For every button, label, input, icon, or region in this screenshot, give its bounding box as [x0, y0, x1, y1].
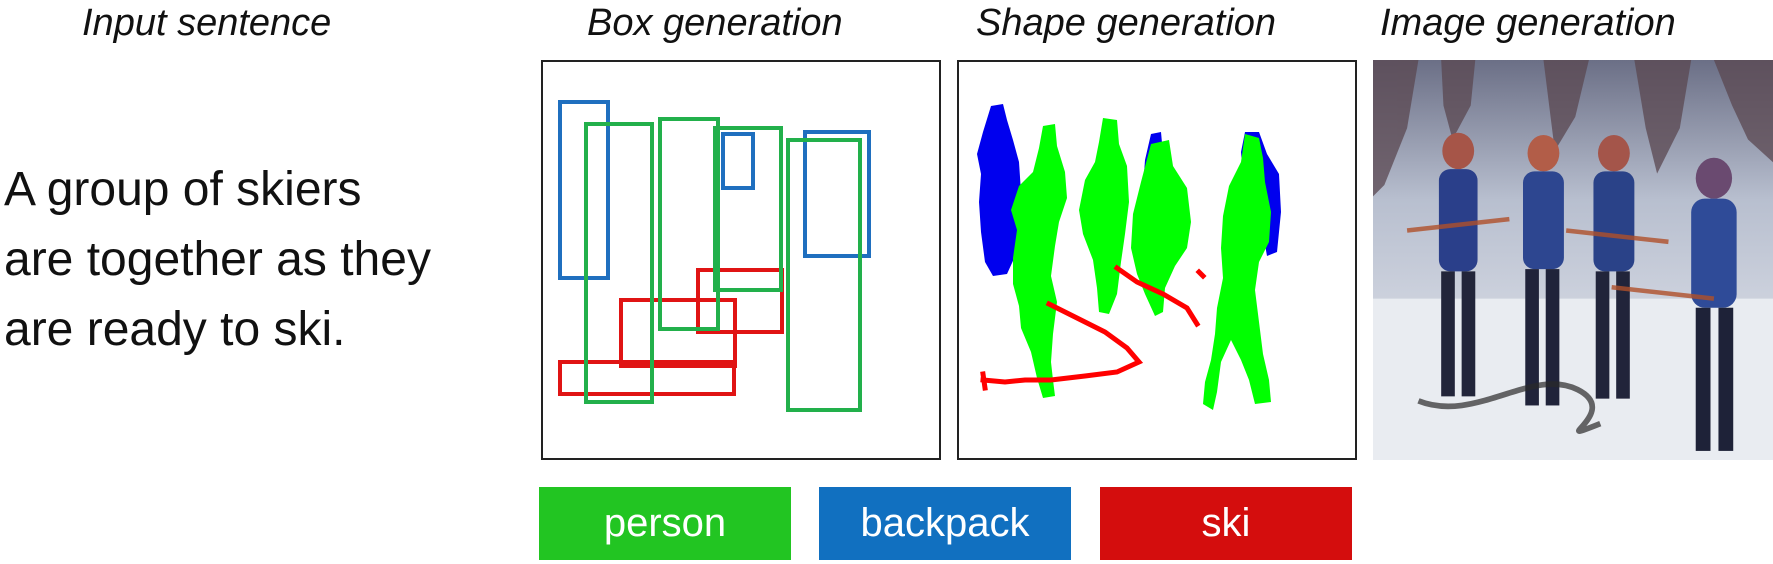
box-generation-panel [541, 60, 941, 460]
person-mask [1011, 124, 1067, 398]
legend-person: person [539, 487, 791, 560]
ski-mask [1113, 264, 1201, 328]
header-input-sentence: Input sentence [82, 2, 332, 44]
header-image-generation: Image generation [1380, 2, 1676, 44]
backpack-box [721, 132, 755, 190]
shape-generation-panel [957, 60, 1357, 460]
legend-ski: ski [1100, 487, 1352, 560]
person-box [658, 117, 720, 331]
ski-box [558, 360, 736, 396]
backpack-box [803, 130, 871, 258]
generated-image [1373, 60, 1773, 460]
legend-backpack: backpack [819, 487, 1071, 560]
segmentation-mask [977, 104, 1281, 410]
sentence-line-1: A group of skiers [4, 163, 362, 216]
skier-figures [1438, 132, 1737, 451]
person-mask [1203, 134, 1271, 410]
ski-mask [1195, 268, 1207, 280]
person-mask [1131, 140, 1191, 316]
input-sentence: A group of skiers are together as they a… [4, 155, 431, 365]
backpack-mask [977, 104, 1021, 276]
ski-mask [980, 371, 988, 391]
sentence-line-3: are ready to ski. [4, 303, 346, 356]
generated-skier-image [1373, 60, 1773, 460]
bounding-box-layout [558, 100, 871, 412]
person-box [584, 122, 654, 404]
person-box [713, 126, 783, 292]
header-shape-generation: Shape generation [976, 2, 1277, 44]
sentence-line-2: are together as they [4, 233, 431, 286]
person-box [786, 138, 862, 412]
header-box-generation: Box generation [587, 2, 843, 44]
person-mask [1079, 118, 1129, 314]
ski-box [619, 298, 737, 368]
ski-mask [980, 300, 1144, 385]
